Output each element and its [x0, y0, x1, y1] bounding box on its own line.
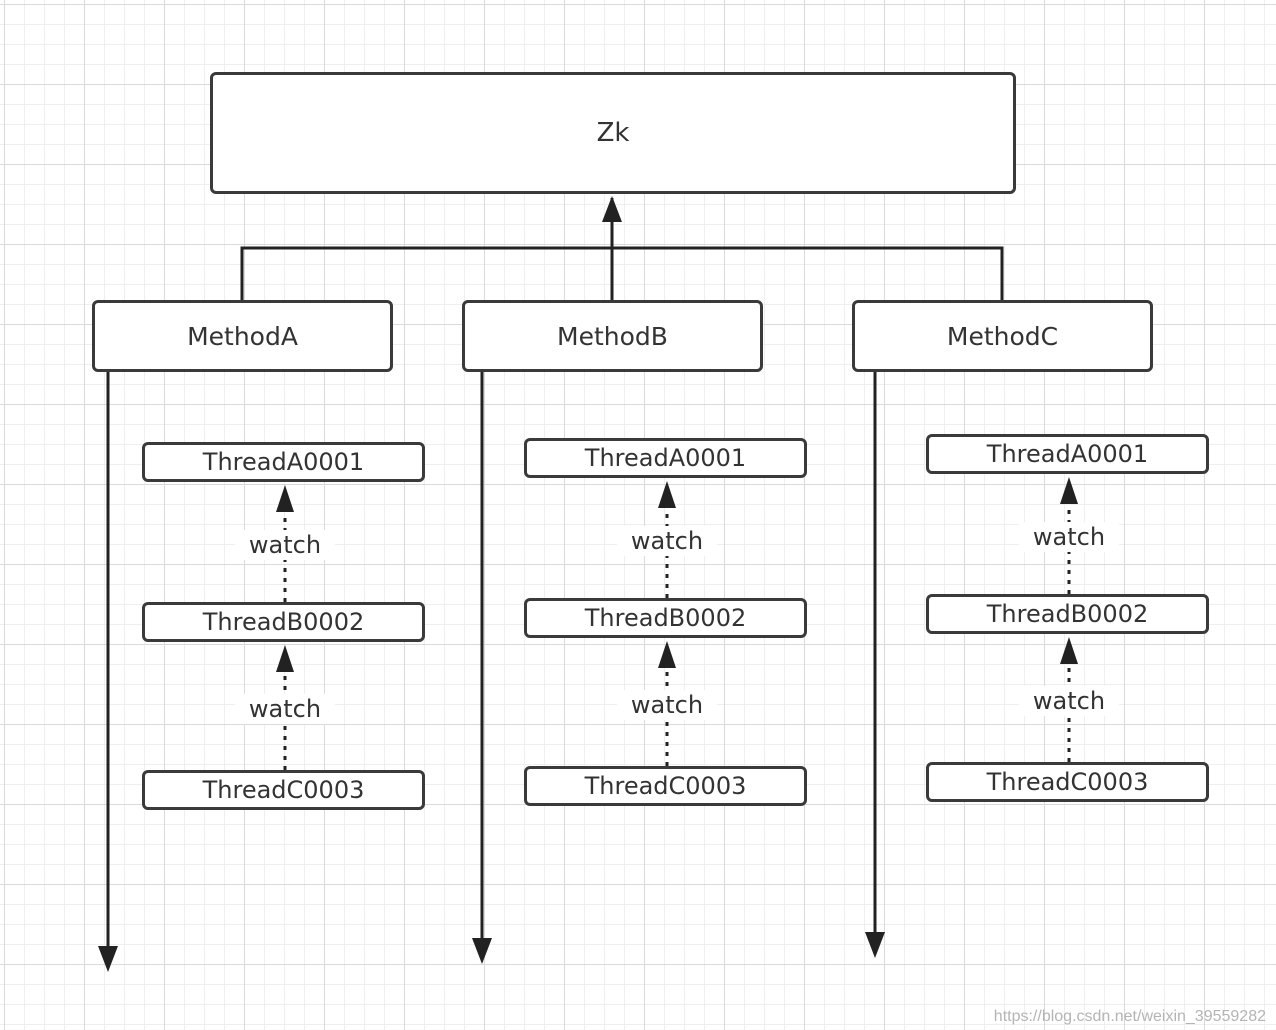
watch-arrowhead-a1 [276, 485, 294, 512]
thread-label: ThreadC0003 [584, 772, 747, 800]
thread-label: ThreadA0001 [986, 440, 1149, 468]
watch-arrowhead-c2 [1060, 637, 1078, 664]
thread-node-c1[interactable]: ThreadA0001 [926, 434, 1209, 474]
thread-node-c3[interactable]: ThreadC0003 [926, 762, 1209, 802]
thread-label: ThreadB0002 [202, 608, 365, 636]
method-c-label: MethodC [946, 321, 1059, 351]
thread-label: ThreadA0001 [584, 444, 747, 472]
zk-node-label: Zk [596, 118, 630, 148]
arrowhead-timeline-c [865, 932, 885, 958]
thread-node-b2[interactable]: ThreadB0002 [524, 598, 807, 638]
thread-label: ThreadB0002 [584, 604, 747, 632]
watch-label-c2: watch [1019, 686, 1119, 716]
watch-arrowhead-b2 [658, 641, 676, 668]
watch-label-b2: watch [617, 690, 717, 720]
thread-label: ThreadB0002 [986, 600, 1149, 628]
method-c-node[interactable]: MethodC [852, 300, 1153, 372]
branch-connector [240, 246, 1004, 300]
thread-label: ThreadA0001 [202, 448, 365, 476]
method-a-label: MethodA [187, 321, 298, 351]
thread-node-c2[interactable]: ThreadB0002 [926, 594, 1209, 634]
method-b-node[interactable]: MethodB [462, 300, 763, 372]
watch-label-a1: watch [235, 530, 335, 560]
thread-node-a1[interactable]: ThreadA0001 [142, 442, 425, 482]
thread-node-b3[interactable]: ThreadC0003 [524, 766, 807, 806]
watch-label-b1: watch [617, 526, 717, 556]
method-a-node[interactable]: MethodA [92, 300, 393, 372]
watch-arrowhead-c1 [1060, 477, 1078, 504]
thread-node-a3[interactable]: ThreadC0003 [142, 770, 425, 810]
thread-label: ThreadC0003 [202, 776, 365, 804]
watch-label-c1: watch [1019, 522, 1119, 552]
method-b-label: MethodB [557, 321, 668, 351]
watermark-text: https://blog.csdn.net/weixin_39559282 [993, 1008, 1266, 1025]
watch-label-a2: watch [235, 694, 335, 724]
watch-arrowhead-b1 [658, 481, 676, 508]
zk-node[interactable]: Zk [210, 72, 1016, 194]
arrowhead-zk [602, 196, 622, 222]
arrowhead-timeline-a [98, 946, 118, 972]
watch-arrowhead-a2 [276, 645, 294, 672]
thread-node-a2[interactable]: ThreadB0002 [142, 602, 425, 642]
thread-label: ThreadC0003 [986, 768, 1149, 796]
arrowhead-timeline-b [472, 938, 492, 964]
thread-node-b1[interactable]: ThreadA0001 [524, 438, 807, 478]
